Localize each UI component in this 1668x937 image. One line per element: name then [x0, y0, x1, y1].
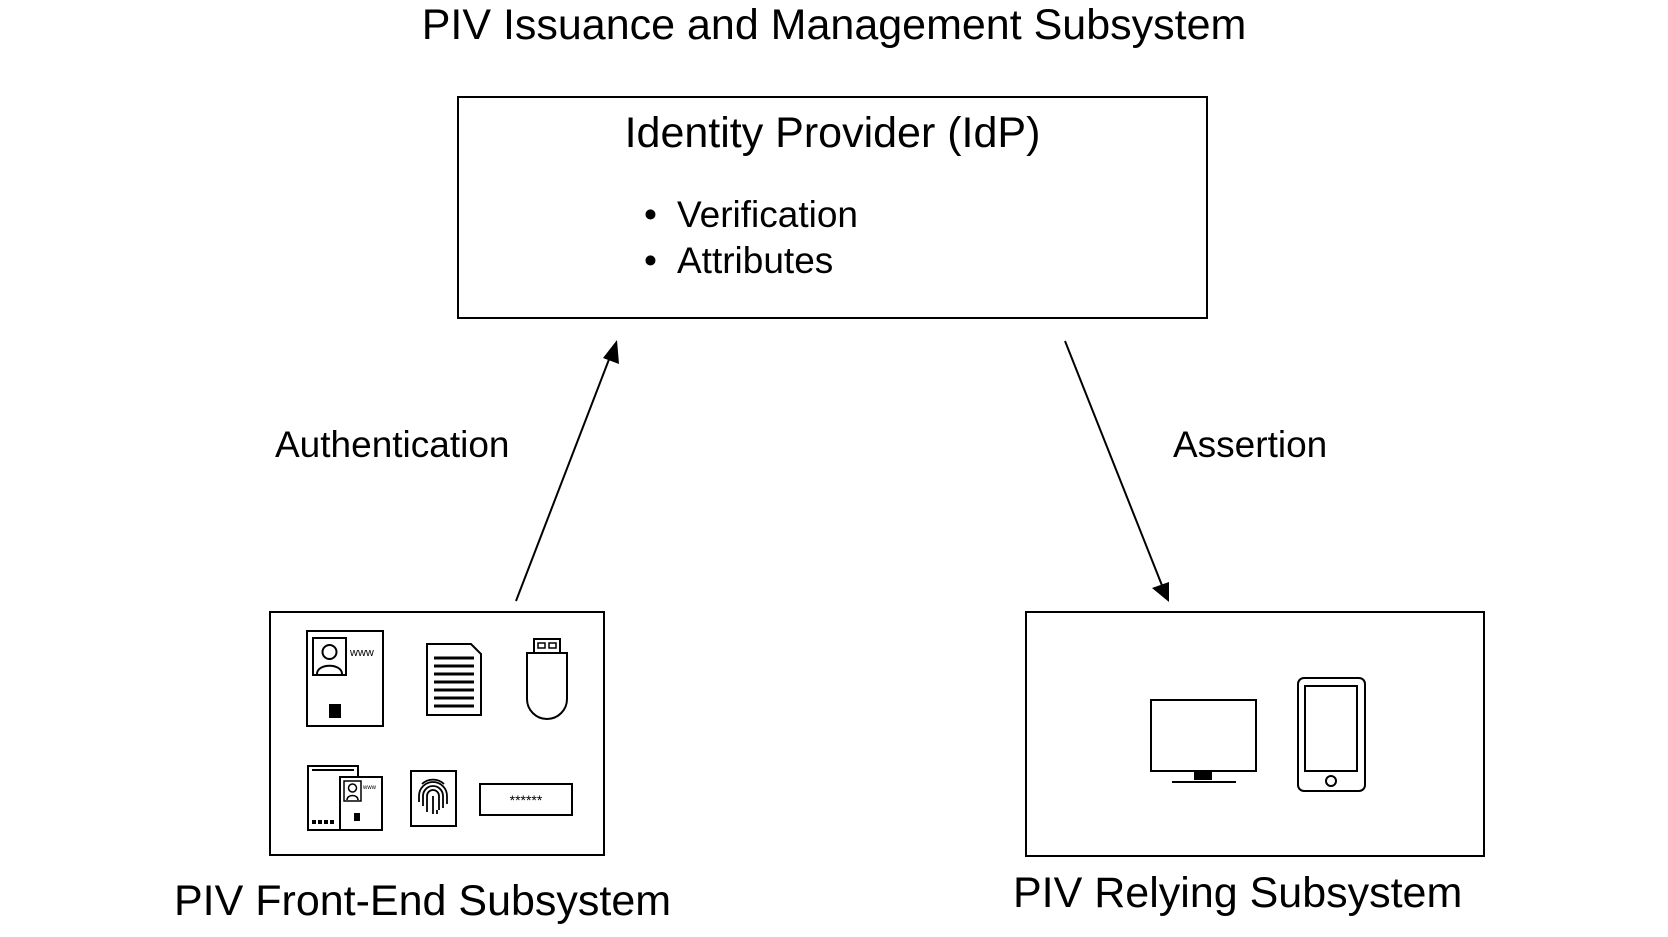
page-title: PIV Issuance and Management Subsystem: [421, 1, 1247, 49]
idp-item-verification: Verification: [644, 192, 858, 238]
stacked-card-text: www: [362, 785, 377, 791]
assertion-arrow: [1064, 340, 1169, 602]
identity-provider-box: Identity Provider (IdP) Verification Att…: [457, 96, 1208, 319]
id-card-icon: www: [306, 630, 384, 727]
monitor-icon: [1150, 699, 1257, 783]
front-end-label: PIV Front-End Subsystem: [174, 877, 672, 925]
relying-box: [1025, 611, 1485, 857]
id-card-text: www: [349, 647, 374, 659]
authentication-arrow: [515, 340, 619, 602]
password-field-icon: ******: [479, 783, 573, 816]
front-end-box: www www: [269, 611, 605, 856]
idp-capability-list: Verification Attributes: [644, 192, 858, 284]
idp-title: Identity Provider (IdP): [624, 109, 1041, 157]
authentication-label: Authentication: [275, 424, 510, 465]
idp-item-attributes: Attributes: [644, 238, 858, 284]
usb-token-icon: [526, 638, 568, 720]
relying-label: PIV Relying Subsystem: [1013, 869, 1463, 917]
stacked-cards-icon: www: [307, 765, 383, 831]
password-mask-text: ******: [510, 792, 543, 808]
fingerprint-icon: [410, 770, 457, 827]
assertion-label: Assertion: [1173, 424, 1328, 465]
document-icon: [426, 643, 482, 716]
smartphone-icon: [1297, 677, 1366, 792]
